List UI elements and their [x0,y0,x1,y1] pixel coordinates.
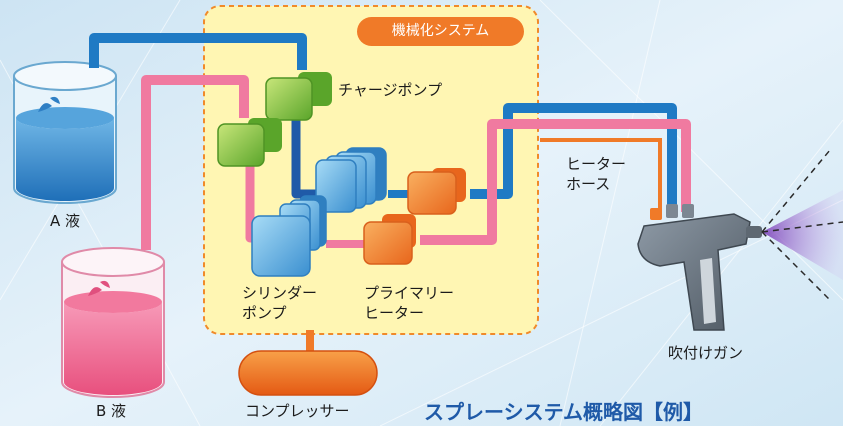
spray-gun-label: 吹付けガン [668,344,744,362]
liquid-b-tank [61,247,165,398]
compressor [238,350,378,396]
spray-cone [761,149,843,301]
cylinder-pump-label-line2: ポンプ [242,304,287,322]
cylinder-pump-lower [251,195,327,277]
liquid-a-label: A 液 [50,212,81,230]
charge-pump-upper [265,72,332,121]
primary-heater-label-line1: プライマリー [364,284,455,302]
compressor-label: コンプレッサー [245,402,350,420]
charge-pump-lower [217,118,282,167]
liquid-b-label: B 液 [96,402,127,420]
mechanized-system-badge: 機械化システム [357,17,524,46]
spray-gun-icon [637,204,762,331]
heater-hose-label-line2: ホース [566,175,611,193]
charge-pump-label: チャージポンプ [338,81,443,99]
heater-hose-line [540,138,662,212]
primary-heater-upper [407,168,466,215]
diagram-title: スプレーシステム概略図【例】 [424,400,703,424]
liquid-a-tank [13,61,117,204]
cylinder-pump-label-line1: シリンダー [242,284,318,302]
heater-hose-label-line1: ヒーター [566,155,627,173]
primary-heater-label-line2: ヒーター [364,304,425,322]
compressor-connector [306,330,314,352]
primary-heater-lower [363,214,416,265]
